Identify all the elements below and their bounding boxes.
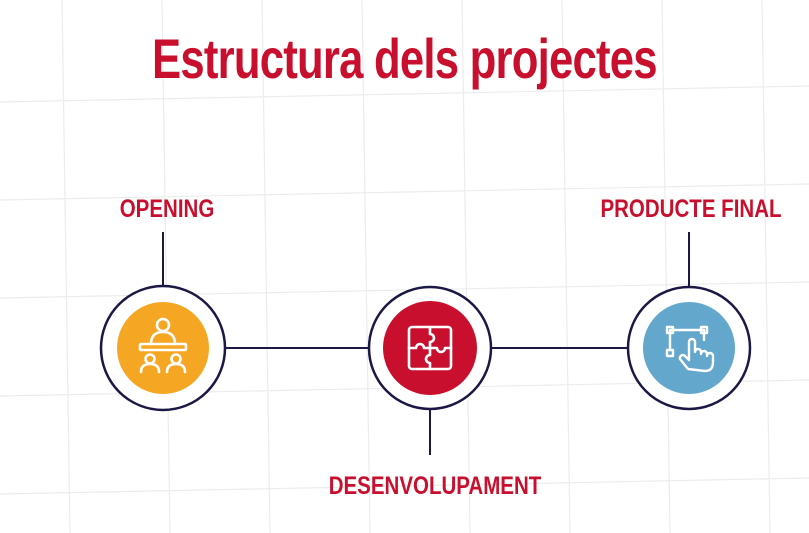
page-title: Estructura dels projectes [151,27,658,90]
hand-pointer-icon [665,325,715,373]
step-producte-final [626,285,752,411]
desenvolupament-label: DESENVOLUPAMENT [328,472,542,500]
puzzle-icon [407,325,453,371]
meeting-icon [138,317,188,374]
opening-circle [117,302,209,394]
step-desenvolupament [367,285,493,411]
opening-label: OPENING [119,195,215,223]
step-opening [99,284,227,412]
producte-final-label: PRODUCTE FINAL [600,195,782,223]
